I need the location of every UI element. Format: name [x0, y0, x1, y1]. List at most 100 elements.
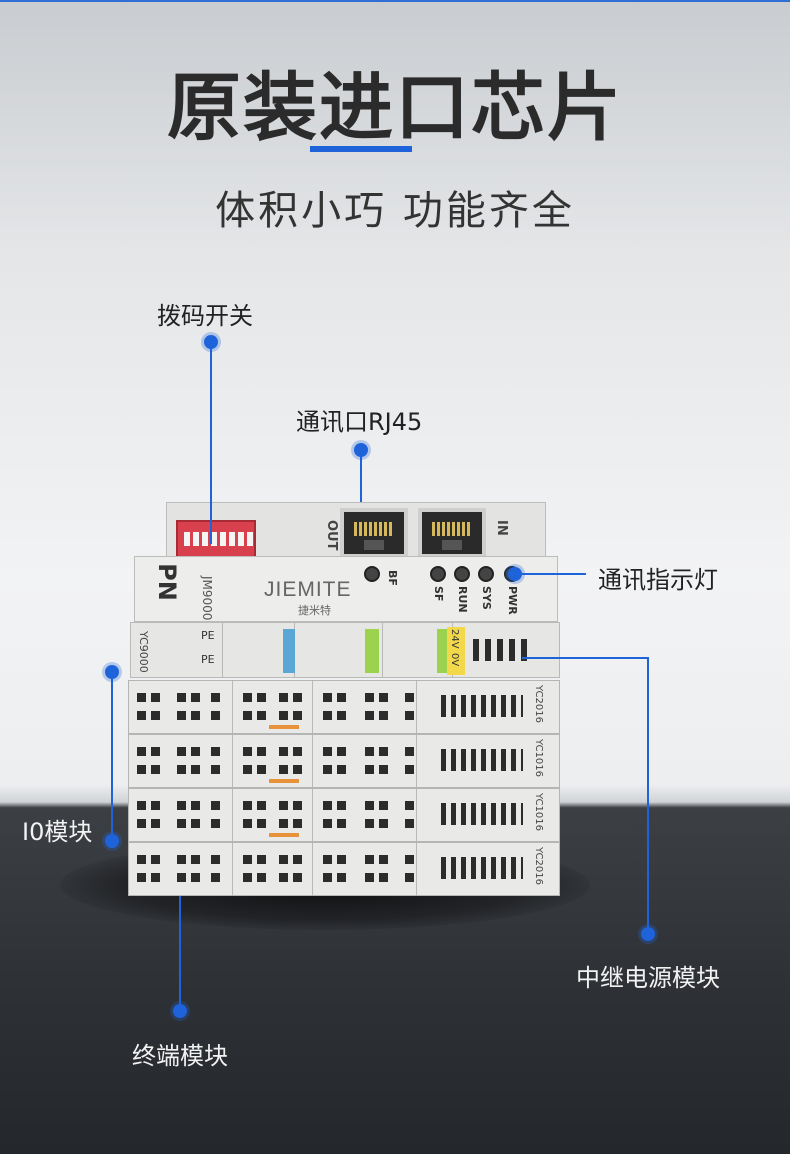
callout-line-power-v — [647, 657, 649, 927]
terminal-slot — [365, 765, 374, 774]
terminal-slot — [337, 855, 346, 864]
terminal-slot — [137, 747, 146, 756]
terminal-slot — [177, 873, 186, 882]
terminal-slot — [365, 819, 374, 828]
led-label-sf: SF — [432, 586, 445, 602]
brand-logo: JIEMITE — [264, 578, 352, 601]
io-module-row: YC1016 — [128, 788, 560, 842]
terminal-slot — [177, 819, 186, 828]
callout-io-module: I0模块 — [22, 818, 93, 846]
terminal-slot — [151, 765, 160, 774]
port-in-label: IN — [494, 520, 509, 536]
terminal-slot — [191, 765, 200, 774]
terminal-slot — [337, 711, 346, 720]
terminal-slot — [191, 873, 200, 882]
rj45-port-in — [418, 508, 486, 558]
callout-line-indicator — [520, 573, 586, 575]
rj45-port-out — [340, 508, 408, 558]
terminal-slot — [137, 801, 146, 810]
terminal-slot — [137, 819, 146, 828]
terminal-slot — [257, 765, 266, 774]
terminal-slot — [243, 693, 252, 702]
protocol-label: PN — [152, 563, 181, 601]
terminal-slot — [191, 747, 200, 756]
page-subtitle: 体积小巧 功能齐全 — [215, 188, 575, 234]
terminal-slot — [191, 819, 200, 828]
terminal-slot — [211, 747, 220, 756]
terminal-slot — [337, 819, 346, 828]
dip-switch — [176, 520, 256, 558]
callout-line-dip — [210, 348, 212, 544]
terminal-slot — [137, 765, 146, 774]
led-sf — [430, 566, 446, 582]
brand-cn-label: 捷米特 — [298, 604, 331, 617]
port-out-label: OUT — [324, 520, 339, 551]
terminal-slot — [379, 765, 388, 774]
terminal-slot — [243, 873, 252, 882]
io-code-2: YC1016 — [533, 739, 544, 777]
terminal-slot — [243, 855, 252, 864]
terminal-slot — [293, 819, 302, 828]
led-label-pwr: PWR — [506, 586, 519, 615]
terminal-slot — [211, 819, 220, 828]
terminal-slot — [379, 693, 388, 702]
terminal-slot — [323, 693, 332, 702]
terminal-slot — [323, 711, 332, 720]
terminal-slot — [379, 711, 388, 720]
io-module-row: YC2016 — [128, 680, 560, 734]
terminal-slot — [177, 711, 186, 720]
terminal-slot — [257, 819, 266, 828]
terminal-slot — [279, 855, 288, 864]
led-bf — [364, 566, 380, 582]
terminal-slot — [177, 801, 186, 810]
terminal-slot — [365, 873, 374, 882]
terminal-slot — [337, 873, 346, 882]
terminal-slot — [257, 747, 266, 756]
terminal-slot — [379, 873, 388, 882]
plc-device: OUT IN PN JM9000 JIEMITE 捷米特 BF SF RUN S… — [118, 498, 568, 898]
terminal-slot — [365, 747, 374, 756]
terminal-slot — [151, 747, 160, 756]
terminal-slot — [337, 693, 346, 702]
terminal-slot — [137, 855, 146, 864]
callout-dot-io-bottom — [105, 834, 119, 848]
led-sys — [478, 566, 494, 582]
terminal-slot — [405, 873, 414, 882]
terminal-slot — [405, 819, 414, 828]
terminal-slot — [257, 873, 266, 882]
terminal-slot — [365, 855, 374, 864]
title-underline — [310, 146, 412, 152]
led-label-bf: BF — [386, 570, 399, 586]
io-code-3: YC1016 — [533, 793, 544, 831]
terminal-slot — [337, 747, 346, 756]
terminal-slot — [279, 747, 288, 756]
top-accent-line — [0, 0, 790, 2]
callout-dot-rj45 — [354, 443, 368, 457]
terminal-slot — [151, 711, 160, 720]
callout-line-rj45 — [360, 456, 362, 502]
terminal-slot — [323, 855, 332, 864]
io-code-4: YC2016 — [533, 847, 544, 885]
terminal-slot — [137, 711, 146, 720]
terminal-slot — [293, 711, 302, 720]
terminal-slot — [151, 855, 160, 864]
terminal-slot — [323, 765, 332, 774]
led-run — [454, 566, 470, 582]
terminal-slot — [365, 801, 374, 810]
terminal-slot — [243, 747, 252, 756]
terminal-slot — [405, 693, 414, 702]
terminal-slot — [293, 855, 302, 864]
terminal-slot — [191, 711, 200, 720]
terminal-slot — [151, 819, 160, 828]
terminal-slot — [257, 711, 266, 720]
terminal-slot — [137, 873, 146, 882]
terminal-slot — [151, 801, 160, 810]
terminal-slot — [243, 711, 252, 720]
callout-dot-dip — [204, 335, 218, 349]
terminal-slot — [379, 801, 388, 810]
terminal-slot — [379, 747, 388, 756]
callout-terminal-module: 终端模块 — [132, 1042, 228, 1070]
terminal-slot — [211, 711, 220, 720]
terminal-slot — [279, 873, 288, 882]
terminal-slot — [257, 855, 266, 864]
